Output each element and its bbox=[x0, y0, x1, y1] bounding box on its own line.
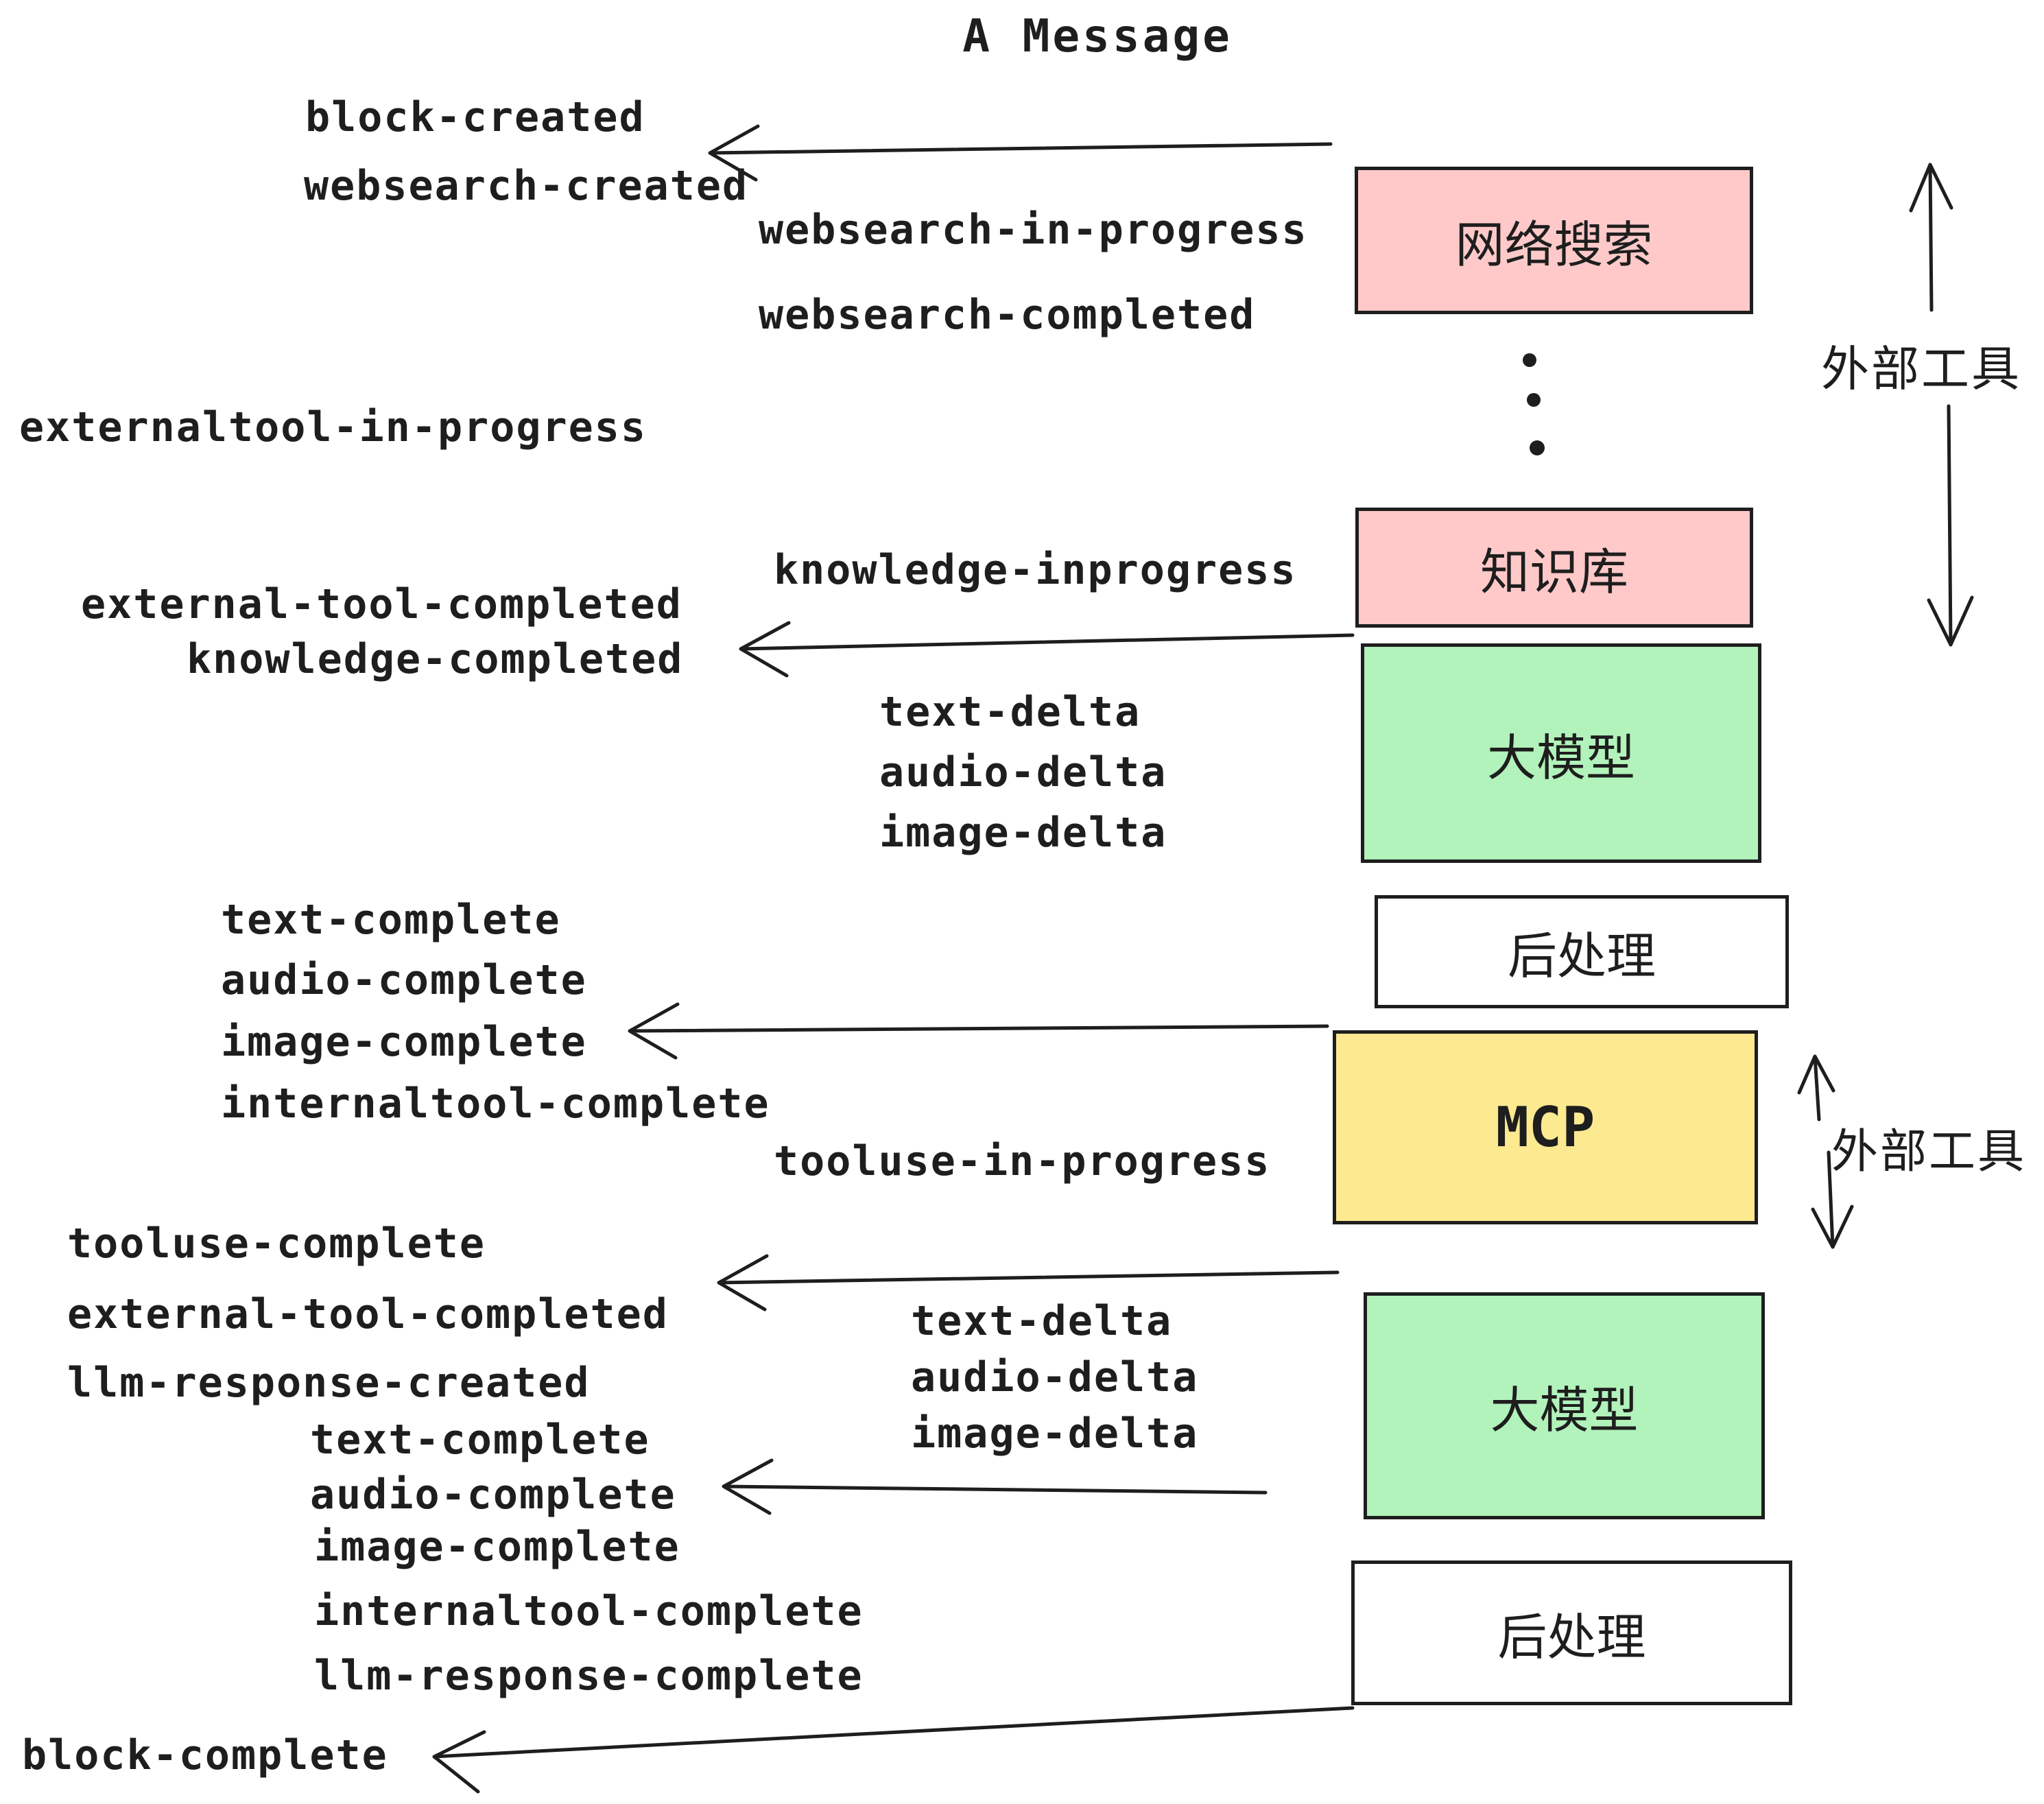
arrow-post2-to-block-complete bbox=[432, 1706, 1355, 1794]
event-websearch-in-progress: websearch-in-progress bbox=[759, 206, 1308, 254]
event-text-delta-2: text-delta bbox=[911, 1297, 1173, 1345]
box-postprocess-2: 后处理 bbox=[1351, 1560, 1792, 1705]
ellipsis-dots-icon bbox=[1523, 353, 1545, 455]
event-tooluse-in-progress: tooluse-in-progress bbox=[774, 1137, 1271, 1185]
box-postprocess-2-label: 后处理 bbox=[1497, 1609, 1646, 1666]
box-postprocess-1: 后处理 bbox=[1375, 895, 1789, 1008]
event-externaltool-in-progress: externaltool-in-progress bbox=[19, 403, 647, 451]
event-knowledge-inprogress: knowledge-inprogress bbox=[774, 546, 1297, 594]
label-external-tools-top: 外部工具 bbox=[1821, 341, 2021, 397]
arrow-websearch-to-created-events bbox=[708, 124, 1333, 182]
event-websearch-completed: websearch-completed bbox=[759, 291, 1256, 339]
box-knowledge: 知识库 bbox=[1355, 508, 1753, 628]
arrow-external-tools-top-down bbox=[1927, 404, 1974, 647]
event-text-complete-1: text-complete bbox=[221, 896, 561, 944]
box-mcp-label: MCP bbox=[1495, 1095, 1595, 1159]
arrow-external-tools-mcp-up bbox=[1797, 1054, 1835, 1121]
diagram-title: A Message bbox=[962, 10, 1233, 62]
event-image-delta-2: image-delta bbox=[911, 1410, 1199, 1458]
event-llm-response-complete: llm-response-complete bbox=[314, 1652, 864, 1700]
box-llm-1: 大模型 bbox=[1361, 643, 1761, 863]
arrow-post1-to-complete-events bbox=[628, 1002, 1329, 1060]
event-image-complete-2: image-complete bbox=[314, 1523, 680, 1571]
event-audio-delta-1: audio-delta bbox=[879, 748, 1167, 796]
event-audio-complete-2: audio-complete bbox=[310, 1471, 676, 1519]
event-image-delta-1: image-delta bbox=[879, 809, 1167, 857]
box-mcp: MCP bbox=[1333, 1030, 1758, 1224]
event-audio-complete-1: audio-complete bbox=[221, 956, 587, 1004]
box-llm-1-label: 大模型 bbox=[1486, 728, 1635, 787]
event-audio-delta-2: audio-delta bbox=[911, 1353, 1199, 1401]
arrow-llm2-to-complete-events bbox=[722, 1458, 1268, 1515]
event-external-tool-completed-1: external-tool-completed bbox=[81, 580, 682, 628]
event-block-created: block-created bbox=[305, 93, 645, 141]
event-text-complete-2: text-complete bbox=[310, 1416, 650, 1464]
event-llm-response-created: llm-response-created bbox=[67, 1359, 591, 1407]
event-internaltool-complete-2: internaltool-complete bbox=[314, 1587, 864, 1635]
box-llm-2-label: 大模型 bbox=[1490, 1381, 1639, 1439]
event-external-tool-completed-2: external-tool-completed bbox=[67, 1290, 669, 1338]
box-websearch-label: 网络搜索 bbox=[1455, 216, 1653, 274]
box-llm-2: 大模型 bbox=[1364, 1292, 1765, 1519]
arrow-knowledge-to-completed-events bbox=[739, 621, 1355, 678]
event-block-complete: block-complete bbox=[22, 1731, 388, 1779]
event-knowledge-completed: knowledge-completed bbox=[187, 635, 684, 683]
event-websearch-created: websearch-created bbox=[304, 162, 749, 210]
event-tooluse-complete: tooluse-complete bbox=[67, 1220, 486, 1268]
event-image-complete-1: image-complete bbox=[221, 1018, 587, 1066]
event-internaltool-complete-1: internaltool-complete bbox=[221, 1080, 770, 1128]
event-text-delta-1: text-delta bbox=[879, 688, 1141, 736]
box-websearch: 网络搜索 bbox=[1355, 167, 1753, 314]
box-knowledge-label: 知识库 bbox=[1479, 543, 1628, 601]
arrow-external-tools-top-up bbox=[1909, 163, 1953, 312]
box-postprocess-1-label: 后处理 bbox=[1507, 927, 1656, 985]
label-external-tools-mcp: 外部工具 bbox=[1831, 1125, 2027, 1179]
